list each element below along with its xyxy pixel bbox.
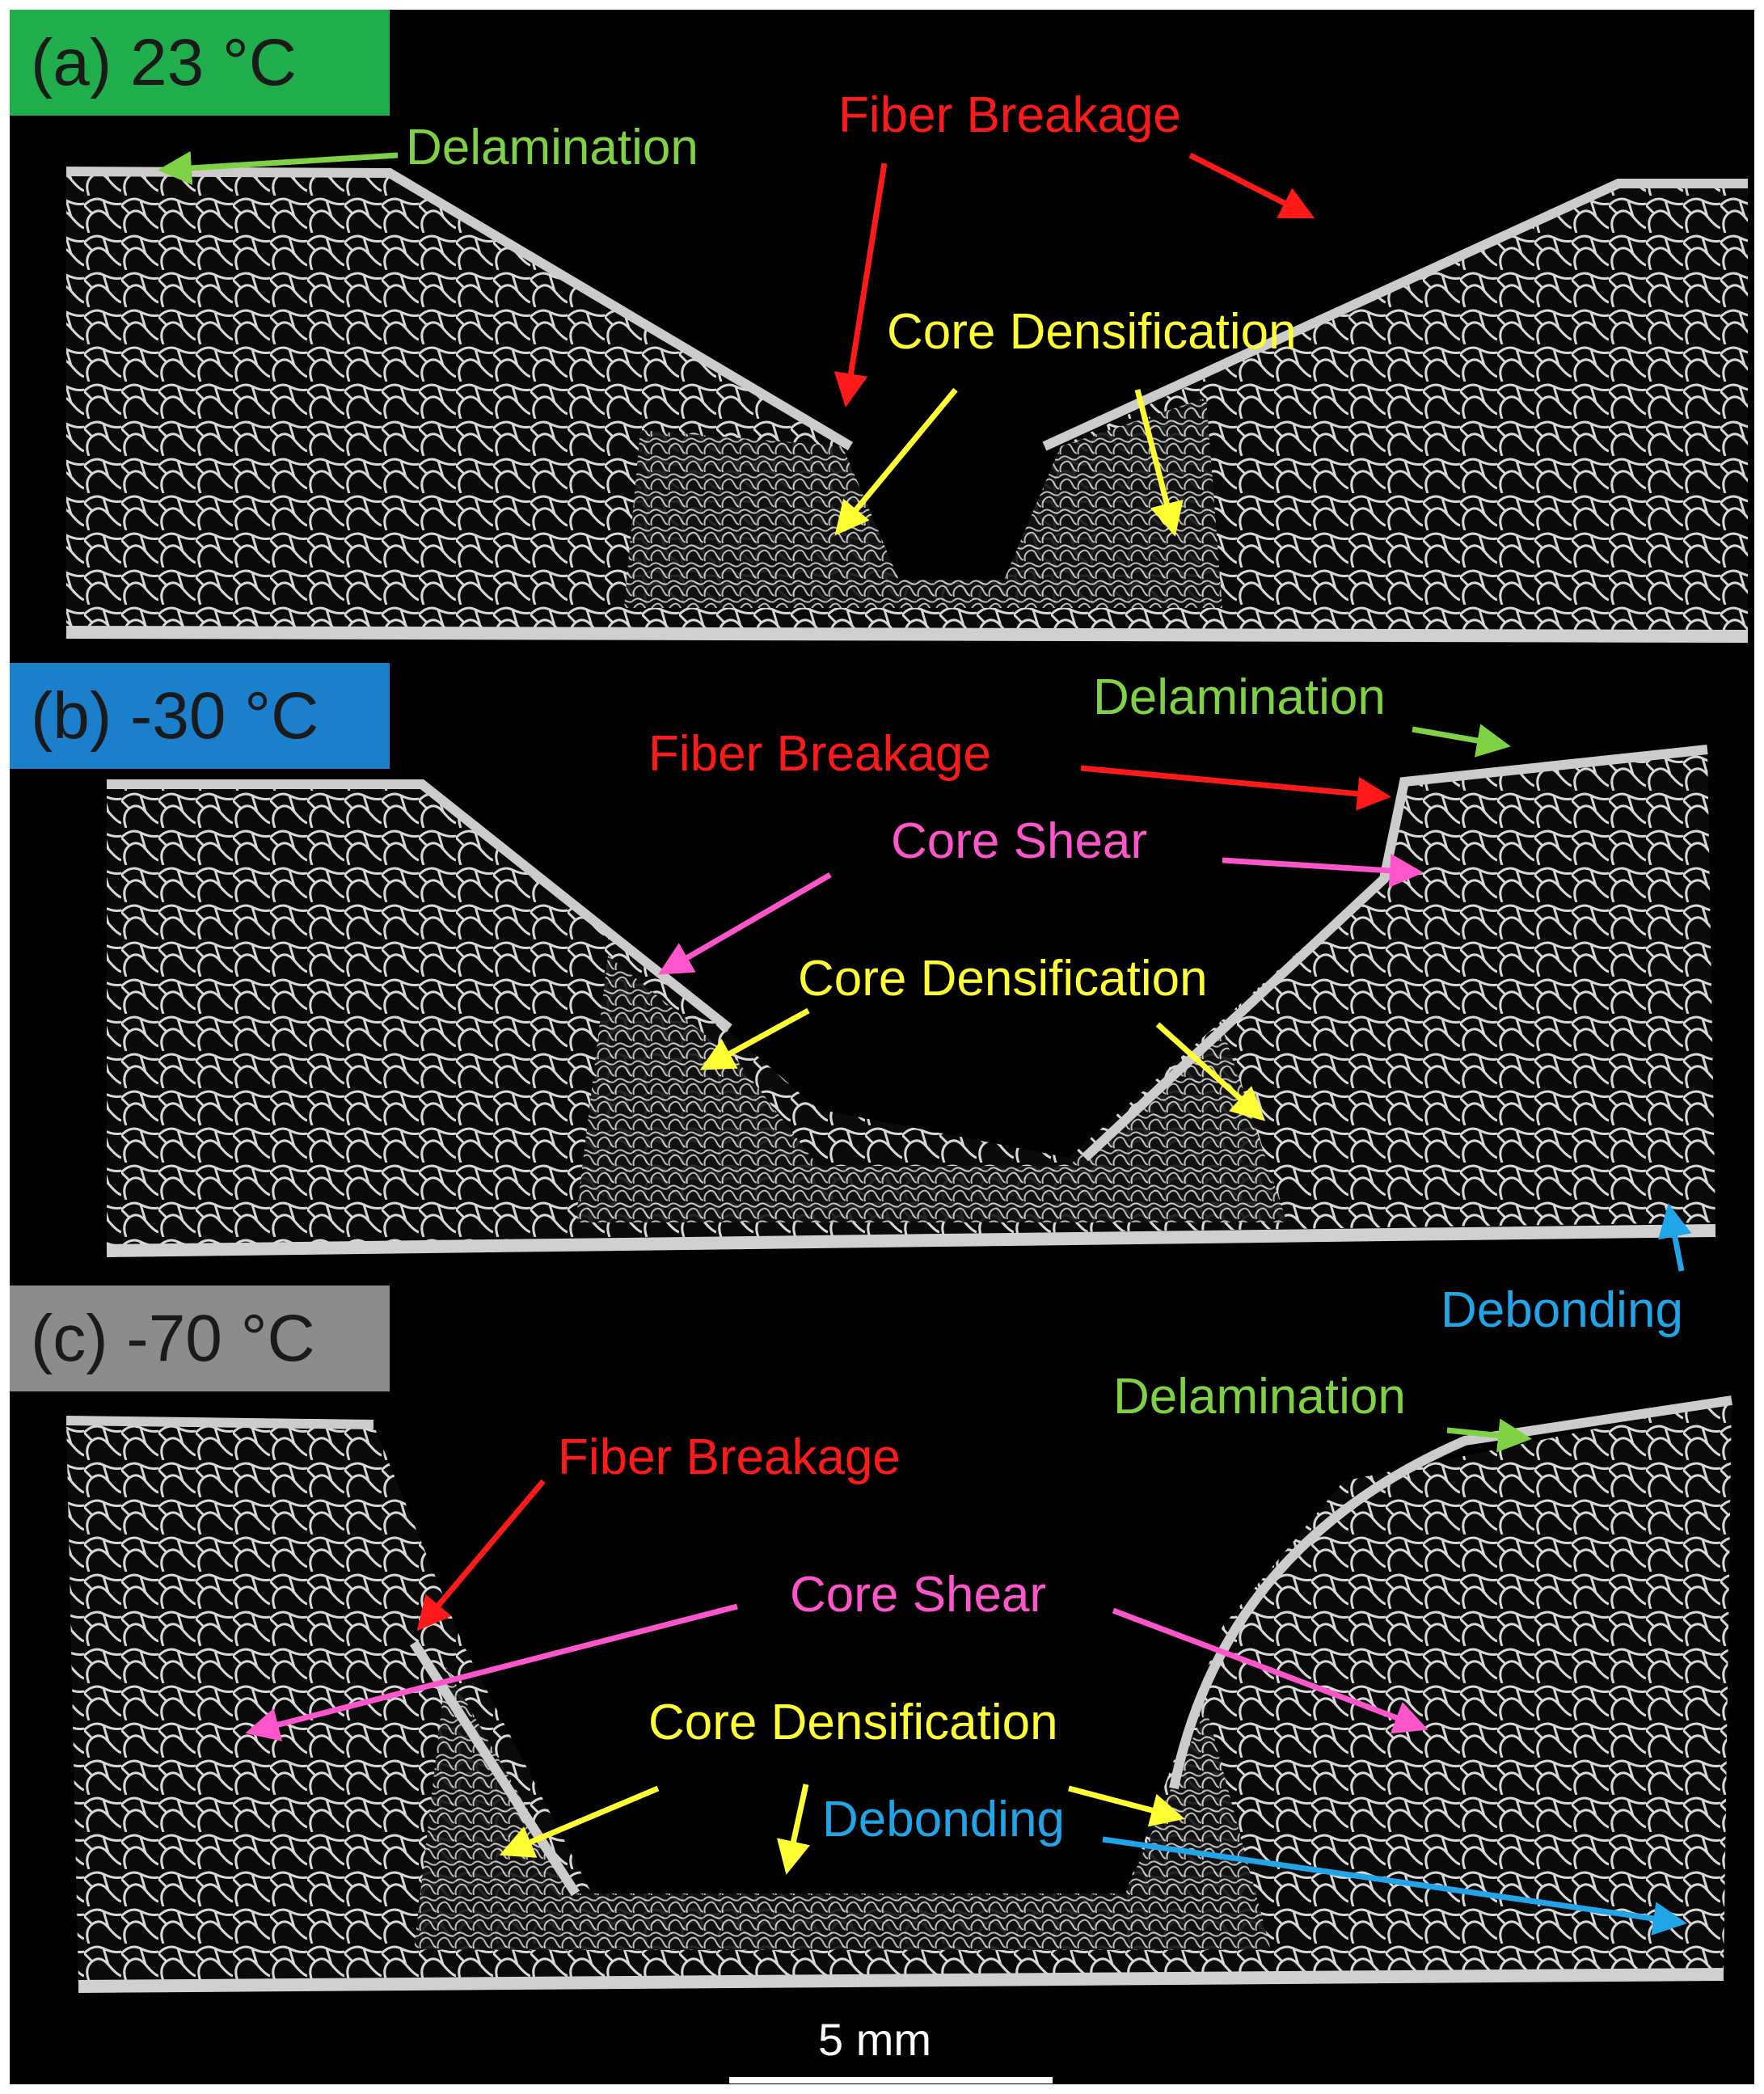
specimen-b xyxy=(106,745,1716,1257)
label-b-debonding: Debonding xyxy=(1441,1282,1683,1338)
label-a-core-densification: Core Densification xyxy=(887,304,1297,360)
label-b-delamination: Delamination xyxy=(1093,669,1386,725)
label-c-core-densification: Core Densification xyxy=(648,1695,1058,1750)
label-c-delamination: Delamination xyxy=(1113,1369,1406,1425)
scale-bar-label: 5 mm xyxy=(818,2014,931,2065)
label-b-core-densification: Core Densification xyxy=(798,951,1208,1007)
panel-tag-b: (b) -30 °C xyxy=(10,663,390,769)
label-b-fiber-breakage: Fiber Breakage xyxy=(648,726,991,782)
specimen-c xyxy=(65,1395,1732,1993)
label-a-delamination: Delamination xyxy=(406,120,698,175)
label-c-fiber-breakage: Fiber Breakage xyxy=(558,1429,901,1485)
arrows-b xyxy=(657,724,1692,1272)
ct-scan-image xyxy=(65,150,1749,1993)
label-c-debonding: Debonding xyxy=(822,1792,1065,1847)
panel-tag-a: (a) 23 °C xyxy=(10,10,390,116)
label-a-fiber-breakage: Fiber Breakage xyxy=(838,87,1181,143)
scale-bar xyxy=(729,2077,1053,2083)
ct-scan-figure: (a) 23 °C (b) -30 °C (c) -70 °C Delamina… xyxy=(10,10,1754,2084)
panel-tag-c: (c) -70 °C xyxy=(10,1286,390,1391)
label-b-core-shear: Core Shear xyxy=(891,813,1148,869)
arrows-a xyxy=(158,150,1315,537)
label-c-core-shear: Core Shear xyxy=(790,1567,1047,1623)
arrows-c xyxy=(245,1418,1687,1936)
specimen-a xyxy=(65,167,1749,643)
